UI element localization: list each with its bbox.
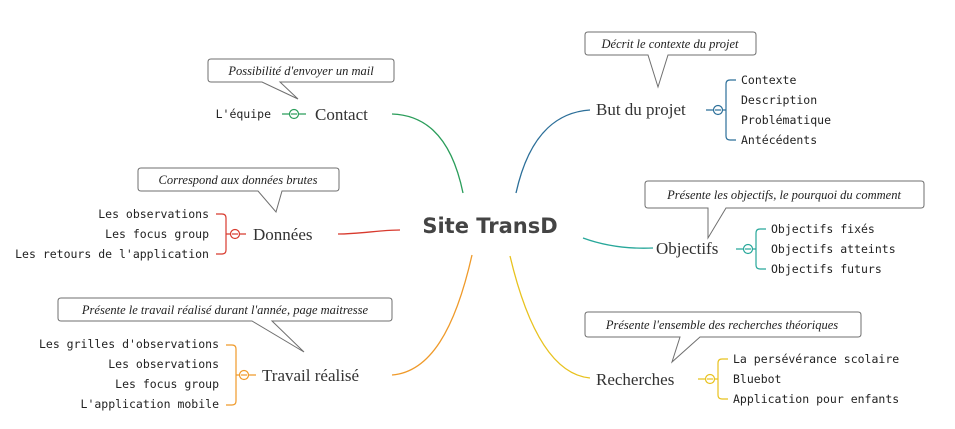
- branch-recherches-label[interactable]: Recherches: [596, 370, 674, 389]
- branch-contact: Possibilité d'envoyer un mail Contact L'…: [207, 58, 395, 124]
- callout-contact-text: Possibilité d'envoyer un mail: [227, 64, 374, 78]
- leaf-objectifs-2[interactable]: Objectifs atteints: [771, 242, 896, 256]
- central-topic[interactable]: Site TransD: [422, 214, 557, 238]
- callout-objectifs-text: Présente les objectifs, le pourquoi du c…: [666, 188, 901, 202]
- branch-objectifs-label[interactable]: Objectifs: [656, 239, 718, 258]
- callout-recherches: [584, 311, 862, 364]
- leaf-donnees-2[interactable]: Les focus group: [105, 227, 209, 241]
- leaf-recherches-2[interactable]: Bluebot: [733, 372, 781, 386]
- connector-recherches: [509, 255, 591, 379]
- branch-objectifs: Présente les objectifs, le pourquoi du c…: [644, 180, 925, 276]
- leaf-recherches-3[interactable]: Application pour enfants: [733, 392, 899, 406]
- callout-travail-text: Présente le travail réalisé durant l'ann…: [81, 303, 369, 317]
- branch-but-label[interactable]: But du projet: [596, 100, 686, 119]
- callout-but-text: Décrit le contexte du projet: [601, 37, 740, 51]
- leaf-donnees-1[interactable]: Les observations: [98, 207, 209, 221]
- leaf-but-1[interactable]: Contexte: [741, 73, 796, 87]
- callout-but: [584, 31, 757, 89]
- connector-but: [515, 109, 591, 194]
- connector-contact: [391, 113, 464, 194]
- connector-donnees: [337, 229, 401, 235]
- leaf-travail-1[interactable]: Les grilles d'observations: [39, 337, 219, 351]
- leaf-but-4[interactable]: Antécédents: [741, 133, 817, 147]
- leaf-travail-3[interactable]: Les focus group: [115, 377, 219, 391]
- leaf-objectifs-1[interactable]: Objectifs fixés: [771, 222, 875, 236]
- leaf-donnees-3[interactable]: Les retours de l'application: [15, 247, 209, 261]
- leaf-but-3[interactable]: Problématique: [741, 113, 831, 127]
- branch-donnees-label[interactable]: Données: [253, 225, 312, 244]
- leaf-travail-2[interactable]: Les observations: [108, 357, 219, 371]
- leaf-recherches-1[interactable]: La persévérance scolaire: [733, 352, 899, 366]
- connector-travail: [391, 254, 473, 376]
- branch-contact-label[interactable]: Contact: [315, 105, 368, 124]
- leaf-objectifs-3[interactable]: Objectifs futurs: [771, 262, 882, 276]
- branch-but: Décrit le contexte du projet But du proj…: [584, 31, 831, 147]
- branch-travail: Présente le travail réalisé durant l'ann…: [39, 297, 393, 411]
- callout-donnees: [137, 167, 340, 214]
- branch-recherches: Présente l'ensemble des recherches théor…: [584, 311, 899, 406]
- connector-objectifs: [582, 237, 654, 249]
- leaf-but-2[interactable]: Description: [741, 93, 817, 107]
- branch-travail-label[interactable]: Travail réalisé: [262, 366, 359, 385]
- branch-donnees: Correspond aux données brutes Données Le…: [15, 167, 340, 261]
- callout-donnees-text: Correspond aux données brutes: [159, 173, 318, 187]
- callout-objectifs: [644, 180, 925, 240]
- callout-travail: [57, 297, 393, 353]
- callout-contact: [207, 58, 395, 100]
- leaf-contact-1[interactable]: L'équipe: [216, 107, 271, 121]
- callout-recherches-text: Présente l'ensemble des recherches théor…: [605, 318, 838, 332]
- leaf-travail-4[interactable]: L'application mobile: [81, 397, 220, 411]
